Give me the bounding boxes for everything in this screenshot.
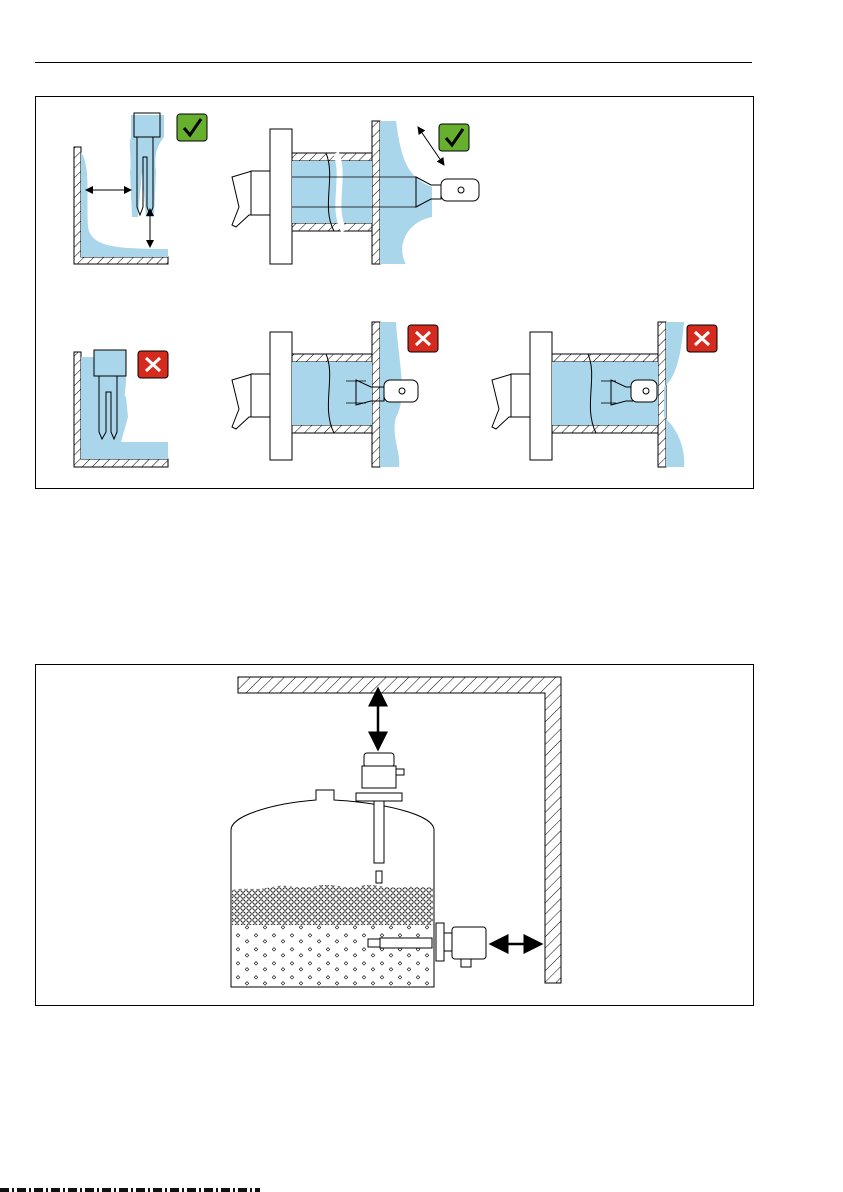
header-rule <box>35 62 752 63</box>
tank-icon <box>231 790 434 987</box>
panel-fork-in-corner-incorrect <box>74 350 168 467</box>
installation-examples-figure <box>35 96 754 489</box>
footer-rule <box>0 1188 260 1192</box>
panel-pipe-recessed-incorrect <box>232 322 438 467</box>
panel-fork-near-wall-correct <box>74 113 207 264</box>
cross-icon <box>408 325 438 352</box>
check-icon <box>439 124 469 151</box>
cross-icon <box>138 351 168 378</box>
panel-pipe-flush-correct <box>232 121 479 264</box>
mounting-clearance-figure <box>35 664 754 1006</box>
check-icon <box>177 114 207 141</box>
installation-examples-drawing <box>36 97 753 488</box>
panel-pipe-inside-incorrect <box>492 322 717 467</box>
cross-icon <box>687 325 717 352</box>
mounting-clearance-drawing <box>36 665 753 1005</box>
